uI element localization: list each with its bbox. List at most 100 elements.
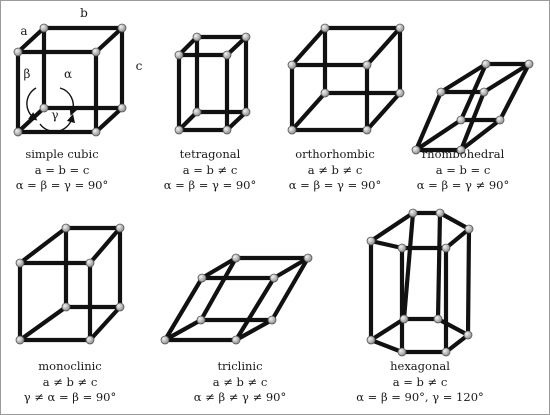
angle-relation: α = β = γ = 90° [289, 178, 382, 192]
alpha-label: α [64, 67, 72, 81]
rhombohedral-cell [411, 59, 534, 155]
axis-b-label: b [80, 6, 88, 20]
lattice-edge [413, 89, 444, 153]
hexagonal-cell [366, 208, 474, 357]
length-relation: a ≠ b ≠ c [213, 375, 268, 389]
lattice-name: rhombohedral [422, 147, 505, 161]
lattice-point [174, 50, 184, 60]
lattice-point [231, 335, 241, 345]
lattice-edge [438, 61, 489, 95]
axis-c-label: c [136, 59, 143, 73]
axis-a-label: a [20, 24, 27, 38]
lattice-edge [435, 316, 471, 338]
lattice-point [192, 107, 202, 117]
lattice-edge [443, 332, 471, 355]
lattice-name: triclinic [217, 359, 262, 373]
lattice-point [39, 103, 49, 113]
lattice-point [395, 23, 405, 33]
caption-orthorhombic: orthorhombic a ≠ b ≠ c α = β = γ = 90° [289, 147, 382, 192]
gamma-arc [39, 113, 75, 133]
lattice-point [362, 125, 372, 135]
length-relation: a = b = c [35, 163, 90, 177]
lattice-point [115, 302, 125, 312]
lattice-edge [481, 61, 532, 95]
lattice-point [115, 223, 125, 233]
lattice-edge [87, 225, 123, 266]
lattice-point [13, 127, 23, 137]
lattice-edge [368, 316, 407, 343]
lattice-edge [198, 255, 239, 323]
lattice-point [495, 115, 505, 125]
lattice-edge [497, 61, 532, 123]
lattice-point [303, 253, 313, 263]
lattice-point [463, 330, 473, 340]
lattice-edge [15, 25, 47, 55]
lattice-point [320, 88, 330, 98]
lattice-name: tetragonal [180, 147, 241, 161]
lattice-edge [162, 275, 205, 343]
lattice-point [39, 23, 49, 33]
lattice-point [287, 125, 297, 135]
lattice-edge [289, 90, 328, 133]
orthorhombic-cell [287, 23, 405, 135]
lattice-point [61, 223, 71, 233]
lattice-edge [458, 89, 487, 153]
lattice-edge [162, 317, 204, 343]
lattice-point [408, 208, 418, 218]
lattice-edge [17, 304, 69, 343]
angle-relation: α = β = γ = 90° [16, 178, 109, 192]
lattice-point [192, 32, 202, 42]
lattice-edge [401, 210, 416, 322]
angle-relation: γ ≠ α = β = 90° [24, 390, 117, 404]
monoclinic-cell [15, 223, 125, 345]
lattice-point [433, 314, 443, 324]
lattice-edge [435, 210, 443, 322]
lattice-point [464, 224, 474, 234]
lattice-point [174, 125, 184, 135]
lattice-point [456, 145, 466, 155]
lattice-edge [233, 275, 277, 343]
lattice-edge [364, 25, 403, 68]
lattice-point [61, 302, 71, 312]
lattice-edge [458, 117, 503, 153]
lattice-point [441, 243, 451, 253]
caption-tetragonal: tetragonal a = b ≠ c α = β = γ = 90° [164, 147, 257, 192]
caption-simple-cubic: simple cubic a = b = c α = β = γ = 90° [16, 147, 109, 192]
lattice-edge [458, 61, 489, 123]
lattice-point [441, 347, 451, 357]
lattice-point [241, 107, 251, 117]
lattice-point [399, 314, 409, 324]
lattice-point [395, 88, 405, 98]
lattice-edge [87, 304, 123, 343]
lattice-edge [15, 105, 47, 135]
lattice-point [366, 236, 376, 246]
gamma-label: γ [51, 108, 58, 122]
lattice-edge [443, 226, 472, 251]
length-relation: a = b ≠ c [393, 375, 448, 389]
lattice-point [456, 115, 466, 125]
beta-label: β [24, 67, 31, 81]
lattice-point [269, 273, 279, 283]
lattice-edge [93, 25, 125, 55]
lattice-point [196, 315, 206, 325]
lattice-edge [269, 255, 311, 323]
lattice-point [160, 335, 170, 345]
lattice-point [91, 127, 101, 137]
lattice-point [15, 258, 25, 268]
lattice-point [91, 47, 101, 57]
angle-relation: α ≠ β ≠ γ ≠ 90° [194, 390, 287, 404]
length-relation: a ≠ b ≠ c [43, 375, 98, 389]
lattice-point [222, 50, 232, 60]
lattice-point [13, 47, 23, 57]
angle-relation: α = β = γ = 90° [164, 178, 257, 192]
lattice-point [15, 335, 25, 345]
lattice-point [231, 253, 241, 263]
lattice-point [481, 59, 491, 69]
lattice-edge [289, 25, 328, 68]
lattice-name: simple cubic [25, 147, 98, 161]
lattice-edge [465, 226, 472, 338]
lattice-edge [199, 255, 239, 281]
lattice-point [320, 23, 330, 33]
lattice-point [197, 273, 207, 283]
